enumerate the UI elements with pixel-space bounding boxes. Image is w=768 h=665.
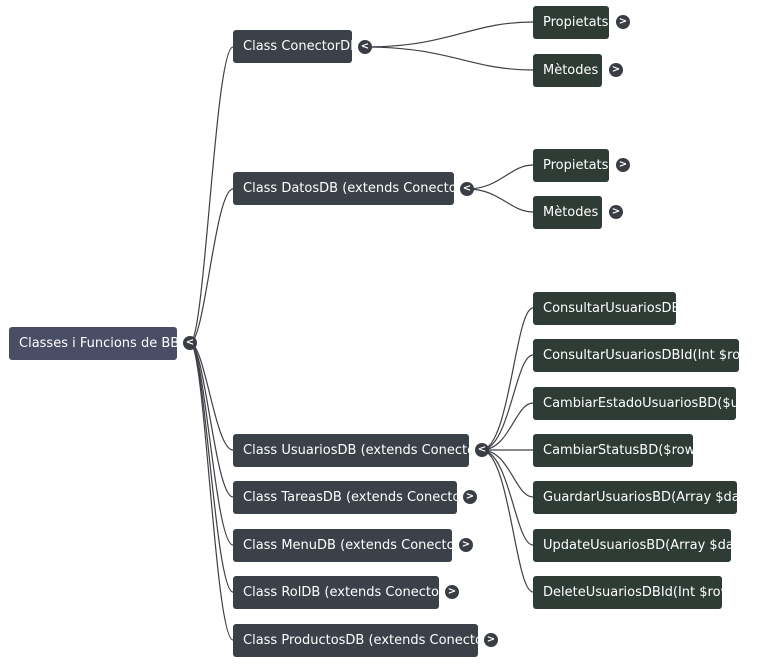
expand-icon[interactable]: > — [459, 538, 473, 552]
link-usuariosdb-m7 — [480, 449, 534, 593]
expand-icon[interactable]: > — [445, 585, 459, 599]
collapse-icon[interactable]: < — [475, 443, 489, 457]
method-node[interactable]: ConsultarUsuariosDB() — [533, 292, 676, 325]
method-node[interactable]: UpdateUsuariosBD(Array $datos) — [533, 529, 731, 562]
link-usuariosdb-m2 — [480, 354, 534, 451]
child-node-label: Propietats — [543, 15, 609, 30]
class-node-roldb[interactable]: Class RolDB (extends ConectorDB) — [233, 576, 439, 609]
link-root-productosdb — [189, 342, 234, 641]
root-node-label: Classes i Funcions de BBDD — [19, 336, 177, 351]
class-node-label: Class DatosDB (extends ConectorDB) — [243, 181, 454, 196]
method-node-label: GuardarUsuariosBD(Array $datos) — [543, 490, 737, 505]
link-datosdb-propietats — [466, 164, 534, 190]
class-node-label: Class TareasDB (extends ConectorDB) — [243, 490, 457, 505]
class-node-conectordb[interactable]: Class ConectorDB — [233, 30, 352, 63]
class-node-label: Class UsuariosDB (extends ConectorDB) — [243, 443, 469, 458]
child-node-label: Propietats — [543, 158, 609, 173]
link-root-roldb — [189, 342, 234, 593]
expand-icon[interactable]: > — [484, 633, 498, 647]
link-root-menudb — [189, 342, 234, 546]
link-usuariosdb-m1 — [480, 307, 534, 451]
collapse-icon[interactable]: < — [358, 40, 372, 54]
class-node-productosdb[interactable]: Class ProductosDB (extends ConectorDB) — [233, 624, 478, 657]
class-node-label: Class ConectorDB — [243, 39, 352, 54]
link-usuariosdb-m5 — [480, 449, 534, 498]
link-conectordb-propietats — [364, 21, 534, 48]
expand-icon[interactable]: > — [609, 205, 623, 219]
expand-icon[interactable]: > — [616, 158, 630, 172]
collapse-icon[interactable]: < — [460, 182, 474, 196]
method-node-label: CambiarEstadoUsuariosBD($user) — [543, 396, 736, 411]
method-node[interactable]: ConsultarUsuariosDBId(Int $rowid) — [533, 339, 739, 372]
method-node[interactable]: CambiarEstadoUsuariosBD($user) — [533, 387, 736, 420]
root-node[interactable]: Classes i Funcions de BBDD — [9, 327, 177, 360]
link-datosdb-metodes — [466, 188, 534, 213]
link-usuariosdb-m6 — [480, 449, 534, 546]
method-node-label: ConsultarUsuariosDB() — [543, 301, 676, 316]
method-node-label: UpdateUsuariosBD(Array $datos) — [543, 538, 731, 553]
method-node[interactable]: GuardarUsuariosBD(Array $datos) — [533, 481, 737, 514]
child-node-label: Mètodes — [543, 63, 599, 78]
child-node-label: Mètodes — [543, 205, 599, 220]
method-node-label: CambiarStatusBD($rowid) — [543, 443, 693, 458]
child-node-metodes[interactable]: Mètodes — [533, 54, 602, 87]
link-usuariosdb-m3 — [480, 402, 534, 451]
expand-icon[interactable]: > — [463, 490, 477, 504]
method-node[interactable]: DeleteUsuariosDBId(Int $rowid) — [533, 576, 722, 609]
method-node-label: ConsultarUsuariosDBId(Int $rowid) — [543, 348, 739, 363]
link-conectordb-metodes — [364, 46, 534, 71]
class-node-usuariosdb[interactable]: Class UsuariosDB (extends ConectorDB) — [233, 434, 469, 467]
child-node-metodes[interactable]: Mètodes — [533, 196, 602, 229]
method-node-label: DeleteUsuariosDBId(Int $rowid) — [543, 585, 722, 600]
collapse-icon[interactable]: < — [183, 336, 197, 350]
link-root-conectordb — [189, 46, 234, 344]
link-root-datosdb — [189, 188, 234, 344]
method-node[interactable]: CambiarStatusBD($rowid) — [533, 434, 693, 467]
child-node-propietats[interactable]: Propietats — [533, 6, 609, 39]
class-node-tareasdb[interactable]: Class TareasDB (extends ConectorDB) — [233, 481, 457, 514]
expand-icon[interactable]: > — [609, 63, 623, 77]
class-node-label: Class RolDB (extends ConectorDB) — [243, 585, 439, 600]
class-node-menudb[interactable]: Class MenuDB (extends ConectorDB) — [233, 529, 452, 562]
expand-icon[interactable]: > — [616, 15, 630, 29]
class-node-datosdb[interactable]: Class DatosDB (extends ConectorDB) — [233, 172, 454, 205]
child-node-propietats[interactable]: Propietats — [533, 149, 609, 182]
class-node-label: Class MenuDB (extends ConectorDB) — [243, 538, 452, 553]
class-node-label: Class ProductosDB (extends ConectorDB) — [243, 633, 478, 648]
